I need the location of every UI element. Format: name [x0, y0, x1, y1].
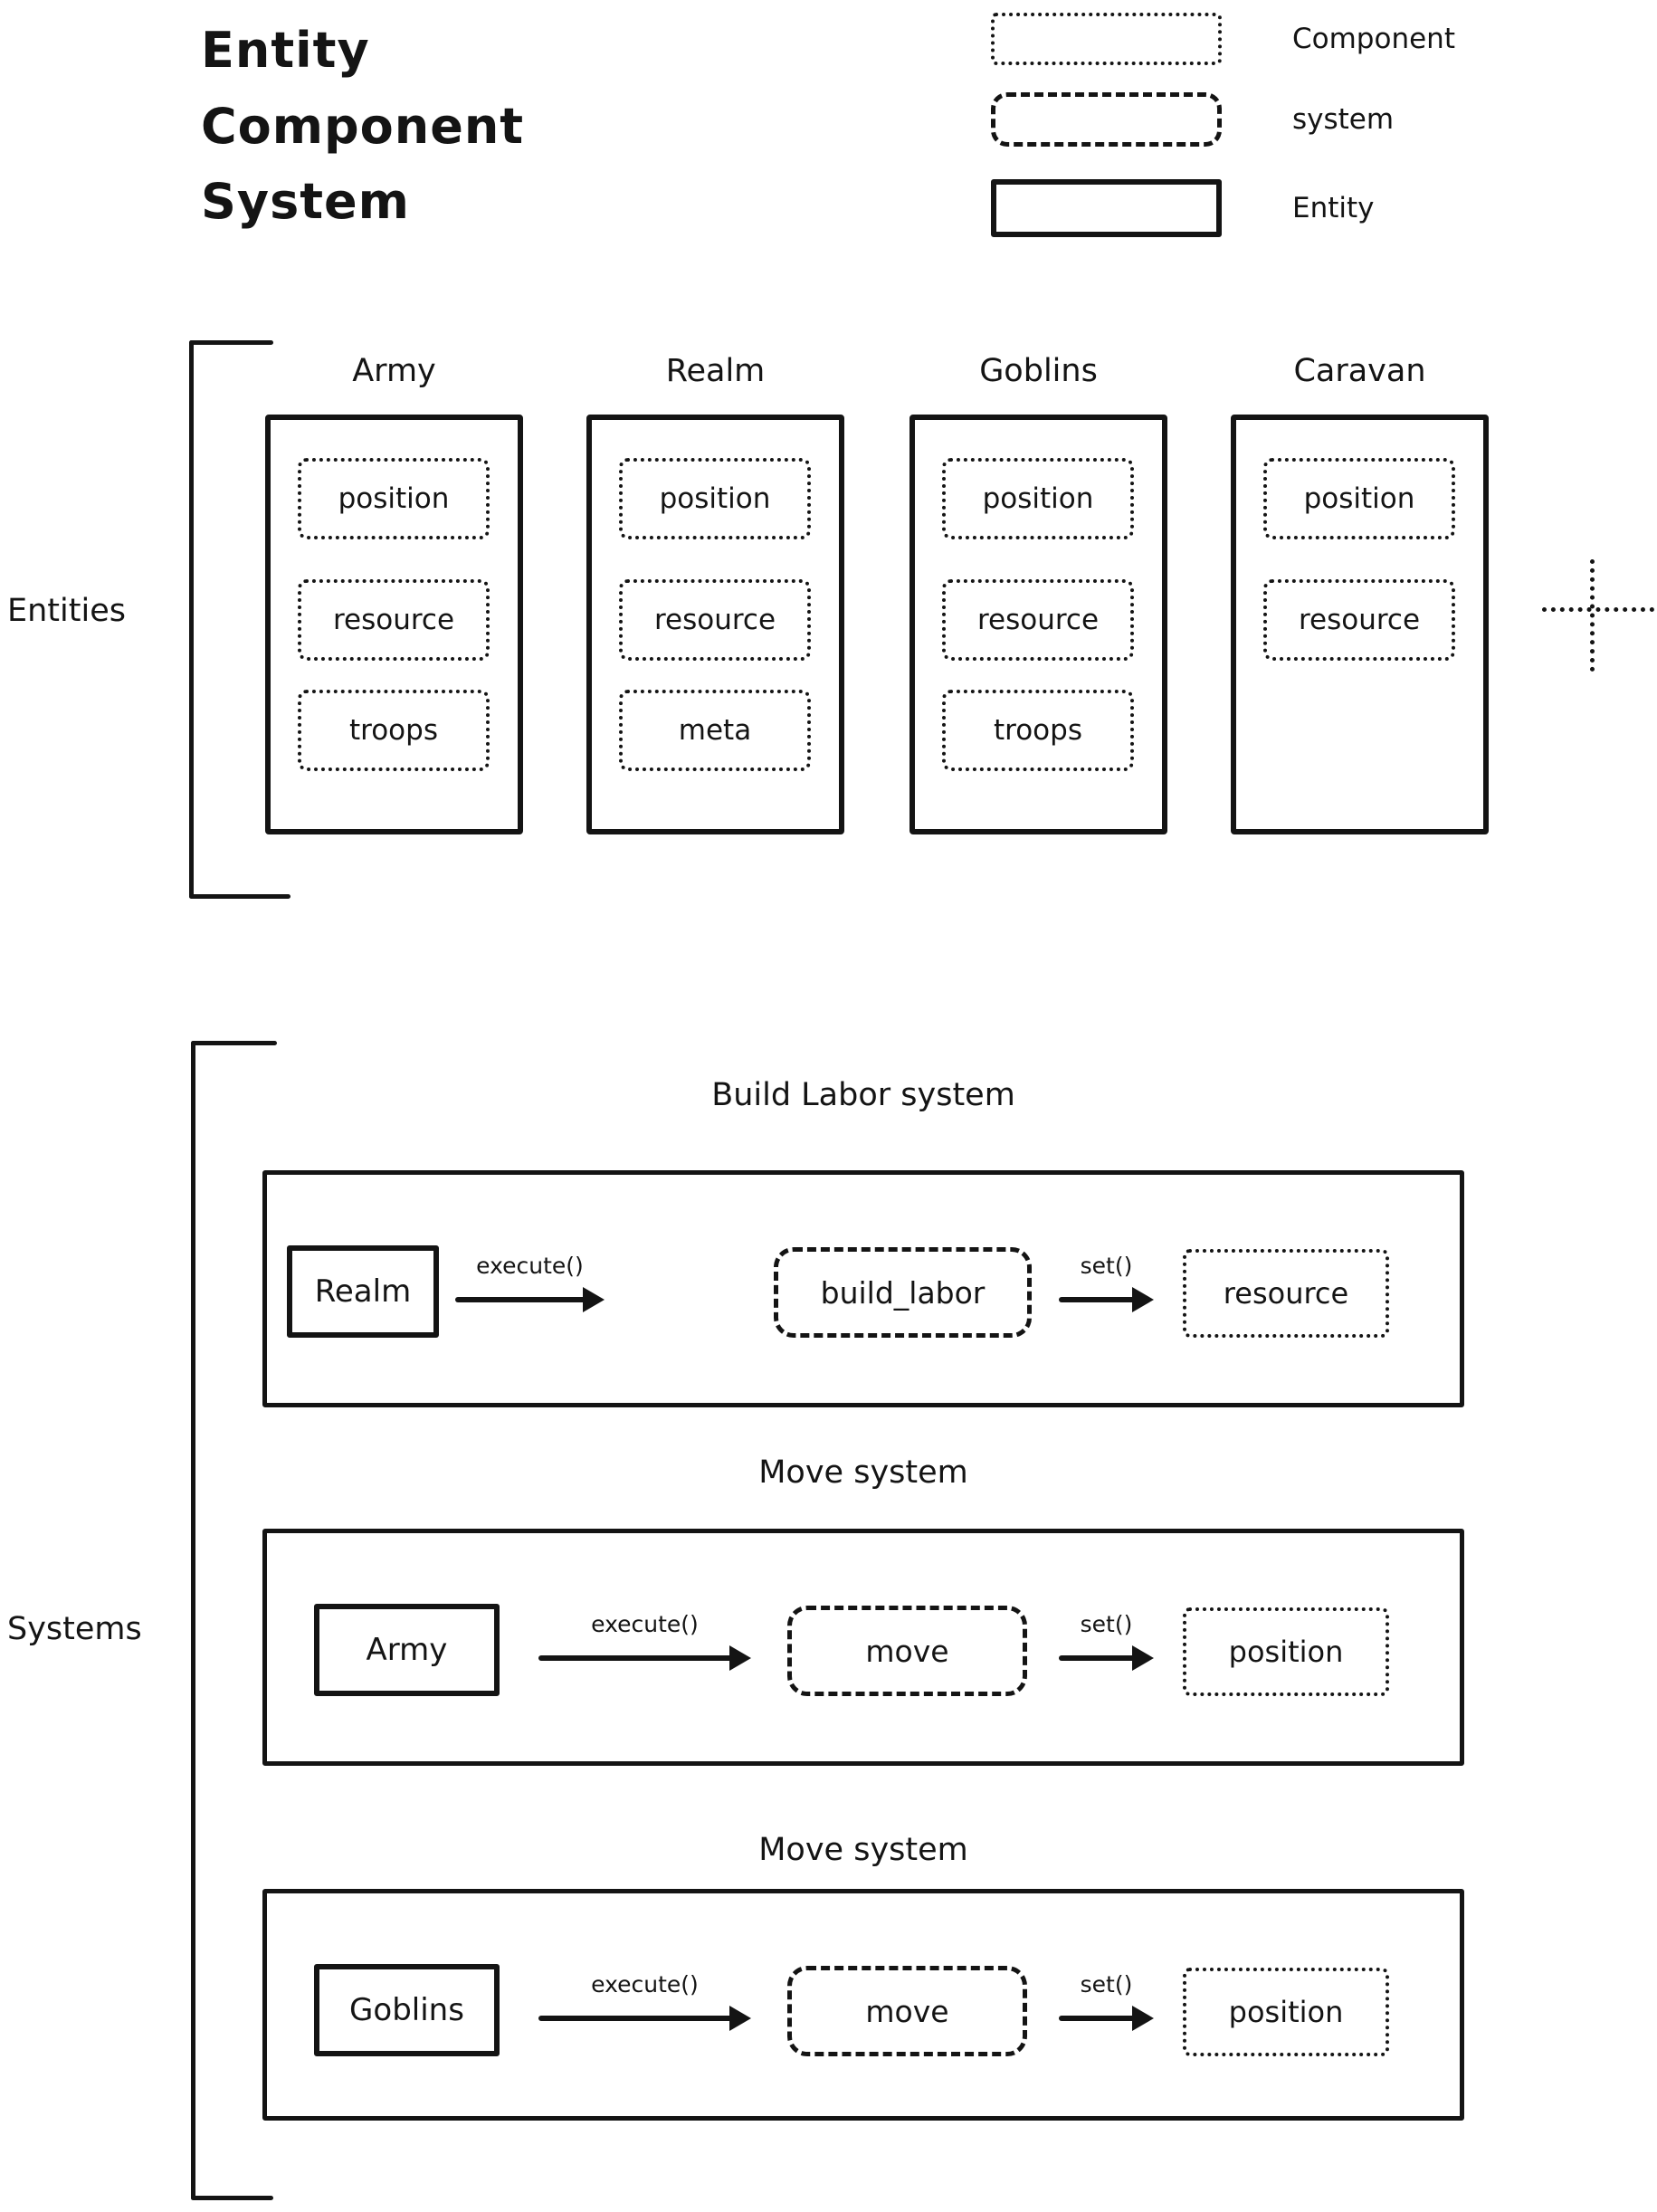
entities-section-label: Entities	[7, 593, 126, 629]
set-arrow: set()	[1059, 1253, 1154, 1312]
arrow-line	[538, 2016, 737, 2021]
system-fn-box: move	[787, 1966, 1027, 2056]
arrow-shaft	[1059, 1287, 1154, 1312]
component-box: resource	[1263, 579, 1455, 661]
system-fn-box: build_labor	[774, 1247, 1032, 1338]
entities-bracket-line	[189, 340, 194, 899]
arrow-label: execute()	[591, 1971, 699, 1997]
arrow-line	[1059, 2016, 1139, 2021]
legend-item-system: system	[991, 92, 1394, 147]
set-arrow: set()	[1059, 1971, 1154, 2031]
systems-bracket-top-foot	[191, 1041, 277, 1045]
component-box: position	[298, 458, 490, 539]
component-box: position	[942, 458, 1134, 539]
entities-bracket-bottom-foot	[189, 894, 290, 899]
entity-name: Goblins	[979, 353, 1098, 389]
entity-name: Realm	[665, 353, 766, 389]
arrow-shaft	[538, 1645, 751, 1671]
entity-card-army: Army position resource troops	[265, 353, 523, 834]
arrow-label: execute()	[476, 1253, 584, 1279]
plus-icon	[1542, 607, 1654, 612]
entity-box: position resource meta	[586, 415, 844, 834]
systems-section-label: Systems	[7, 1611, 142, 1647]
legend-label: Component	[1292, 23, 1455, 55]
arrow-shaft	[1059, 1645, 1154, 1671]
arrow-line	[455, 1297, 590, 1302]
legend-item-component: Component	[991, 13, 1455, 65]
arrow-line	[1059, 1297, 1139, 1302]
entity-box: Goblins	[314, 1964, 500, 2056]
set-arrow: set()	[1059, 1611, 1154, 1671]
component-box: position	[619, 458, 811, 539]
arrow-head-icon	[729, 1645, 751, 1671]
system-box-move-goblins: Goblins execute() move set() position	[262, 1889, 1464, 2121]
entity-box: position resource	[1231, 415, 1489, 834]
entity-card-realm: Realm position resource meta	[586, 353, 844, 834]
execute-arrow: execute()	[455, 1253, 605, 1312]
legend-label: system	[1292, 103, 1395, 136]
entity-card-goblins: Goblins position resource troops	[909, 353, 1167, 834]
component-box: troops	[298, 690, 490, 771]
entity-box: Realm	[287, 1245, 439, 1338]
entity-box: Army	[314, 1604, 500, 1696]
execute-arrow: execute()	[538, 1971, 751, 2031]
arrow-label: set()	[1080, 1971, 1133, 1997]
systems-bracket-bottom-foot	[191, 2196, 273, 2200]
entity-name: Caravan	[1293, 353, 1426, 389]
entity-card-caravan: Caravan position resource	[1231, 353, 1489, 834]
systems-bracket-line	[191, 1041, 195, 2200]
arrow-head-icon	[1132, 1287, 1154, 1312]
component-box: resource	[298, 579, 490, 661]
dotted-rectangle-icon	[991, 13, 1222, 65]
arrow-shaft	[538, 2006, 751, 2031]
system-fn-box: move	[787, 1606, 1027, 1696]
entity-box: position resource troops	[909, 415, 1167, 834]
component-box: position	[1263, 458, 1455, 539]
title-line: Entity	[201, 22, 370, 79]
system-box-build-labor: Realm execute() build_labor set() resour…	[262, 1170, 1464, 1407]
arrow-label: set()	[1080, 1611, 1133, 1637]
component-box: position	[1183, 1607, 1389, 1696]
component-box: resource	[942, 579, 1134, 661]
entity-box: position resource troops	[265, 415, 523, 834]
solid-rectangle-icon	[991, 179, 1222, 237]
diagram-title: Entity Component System	[201, 13, 524, 240]
system-title: Move system	[758, 1454, 968, 1491]
arrow-head-icon	[1132, 1645, 1154, 1671]
arrow-line	[538, 1655, 737, 1661]
arrow-label: set()	[1080, 1253, 1133, 1279]
arrow-head-icon	[729, 2006, 751, 2031]
component-box: resource	[1183, 1249, 1389, 1338]
dashed-rectangle-icon	[991, 92, 1222, 147]
arrow-head-icon	[583, 1287, 605, 1312]
component-box: meta	[619, 690, 811, 771]
system-box-move-army: Army execute() move set() position	[262, 1529, 1464, 1766]
component-box: troops	[942, 690, 1134, 771]
title-line: Component	[201, 97, 525, 155]
arrow-shaft	[1059, 2006, 1154, 2031]
title-line: System	[201, 173, 410, 231]
entity-name: Army	[352, 353, 436, 389]
system-title: Move system	[758, 1832, 968, 1868]
arrow-shaft	[455, 1287, 605, 1312]
system-title: Build Labor system	[711, 1077, 1015, 1113]
legend-item-entity: Entity	[991, 179, 1375, 237]
component-box: position	[1183, 1968, 1389, 2056]
plus-icon	[1590, 559, 1595, 672]
entities-bracket-top-foot	[189, 340, 273, 345]
component-box: resource	[619, 579, 811, 661]
arrow-head-icon	[1132, 2006, 1154, 2031]
legend-label: Entity	[1292, 192, 1375, 224]
execute-arrow: execute()	[538, 1611, 751, 1671]
arrow-label: execute()	[591, 1611, 699, 1637]
arrow-line	[1059, 1655, 1139, 1661]
